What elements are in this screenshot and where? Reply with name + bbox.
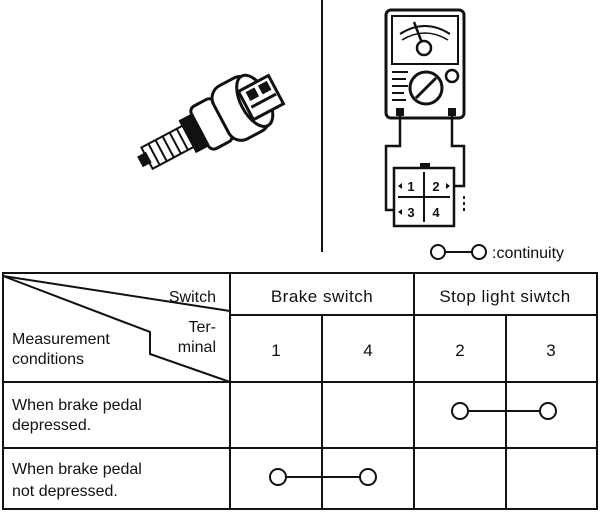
row-depressed-label-2: depressed. bbox=[12, 417, 91, 434]
brake-switch-group-header: Brake switch bbox=[271, 287, 373, 306]
terminal-header-1: 1 bbox=[271, 341, 280, 360]
measurement-header-label-2: conditions bbox=[12, 351, 84, 368]
row-depressed-label-1: When brake pedal bbox=[12, 397, 142, 414]
stop-light-switch-group-header: Stop light siwtch bbox=[439, 287, 570, 306]
measurement-header-label-1: Measurement bbox=[12, 331, 110, 348]
continuity-node-terminal-4 bbox=[359, 468, 377, 486]
legend-node-left bbox=[430, 244, 446, 260]
switch-connector: 1 2 3 4 bbox=[392, 163, 456, 228]
ohmmeter-illustration: 1 2 3 4 bbox=[384, 8, 466, 228]
continuity-node-terminal-2 bbox=[451, 402, 469, 420]
connector-pin-4: 4 bbox=[432, 205, 440, 220]
terminal-header-label-2: minal bbox=[178, 339, 216, 356]
continuity-marker-not-depressed bbox=[269, 468, 377, 486]
brake-switch-illustration bbox=[137, 73, 286, 171]
header-diagonal-upper bbox=[2, 275, 231, 312]
continuity-node-terminal-3 bbox=[539, 402, 557, 420]
terminal-header-4: 4 bbox=[363, 341, 372, 360]
header-diagonal-lower bbox=[2, 275, 231, 383]
continuity-node-terminal-1 bbox=[269, 468, 287, 486]
probe-lead-right bbox=[450, 116, 466, 188]
connector-pin-3: 3 bbox=[407, 205, 414, 220]
connector-pin-2: 2 bbox=[432, 179, 439, 194]
connector-pin-1: 1 bbox=[407, 179, 414, 194]
continuity-legend: :continuity bbox=[430, 244, 564, 262]
continuity-table bbox=[2, 272, 598, 510]
probe-lead-left bbox=[384, 116, 402, 212]
legend-node-right bbox=[471, 244, 487, 260]
row-not-depressed-label-1: When brake pedal bbox=[12, 461, 142, 478]
continuity-marker-depressed bbox=[451, 402, 557, 420]
terminal-header-2: 2 bbox=[455, 341, 464, 360]
terminal-header-3: 3 bbox=[546, 341, 555, 360]
row-not-depressed-label-2: not depressed. bbox=[12, 483, 118, 500]
legend-label: :continuity bbox=[492, 245, 564, 262]
terminal-header-label-1: Ter- bbox=[188, 319, 216, 336]
switch-header-label: Switch bbox=[169, 289, 216, 306]
